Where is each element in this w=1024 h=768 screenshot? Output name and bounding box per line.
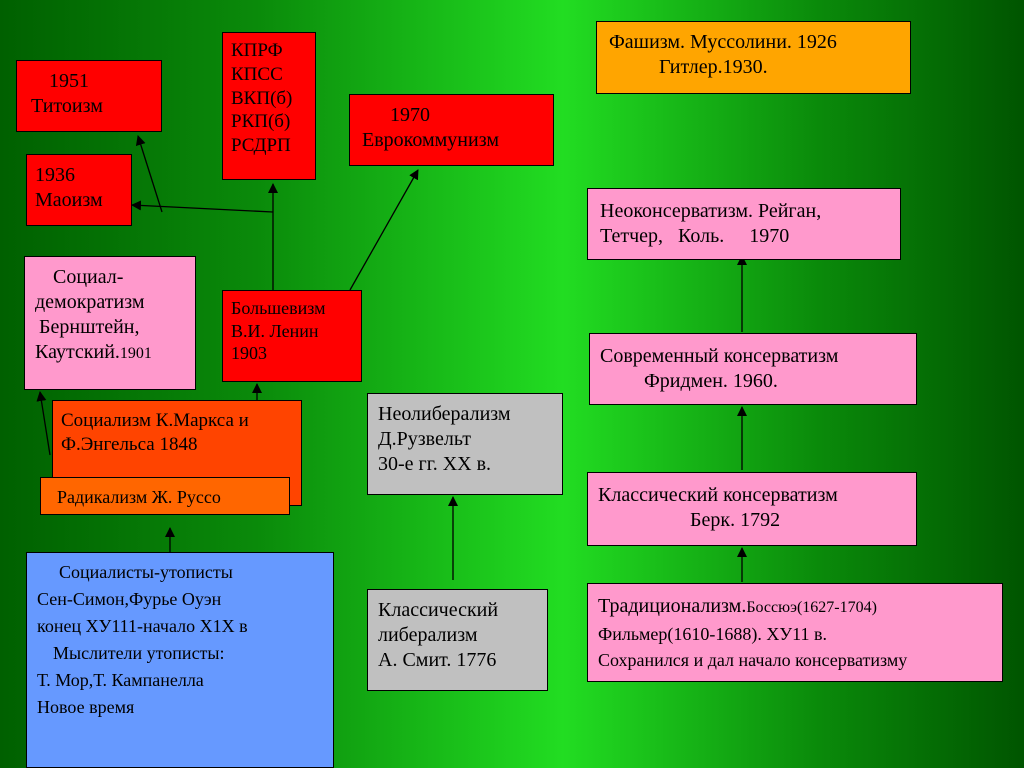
box-eurocommunism: 1970 Еврокоммунизм [349, 94, 554, 166]
box-maoism: 1936 Маоизм [26, 154, 132, 226]
fascism-line-2: Гитлер.1930. [659, 56, 768, 78]
eurocommunism-year: 1970 [390, 104, 430, 126]
box-radicalism: Радикализм Ж. Руссо [40, 477, 290, 515]
box-modern-conservatism: Современный консерватизм Фридмен. 1960. [589, 333, 917, 405]
marx-line-1: Социализм К.Маркса и [61, 410, 249, 431]
utopians-line-4: Мыслители утописты: [53, 643, 225, 663]
neoconservatism-line-2: Тетчер, Коль. 1970 [600, 225, 790, 247]
bolshevism-line-2: В.И. Ленин [231, 320, 319, 341]
modern-conservatism-line-1: Современный консерватизм [600, 345, 839, 367]
arrow-to-maoism [131, 200, 274, 213]
traditionalism-bossuet: Боссюэ(1627-1704) [746, 599, 877, 616]
socialdemocracy-line-3: Бернштейн, [39, 316, 140, 338]
socialdemocracy-year: 1901 [119, 345, 152, 362]
traditionalism-line-3: Сохранился и дал начало консерватизму [598, 650, 908, 671]
classic-conservatism-line-1: Классический консерватизм [598, 484, 838, 506]
bolshevism-line-3: 1903 [231, 343, 267, 363]
box-neoliberalism: Неолиберализм Д.Рузвельт 30-е гг. XX в. [367, 393, 563, 495]
titoism-label: Титоизм [31, 95, 103, 117]
rsdrp-line: РСДРП [231, 135, 291, 156]
traditionalism-line-1: Традиционализм.Боссюэ(1627-1704) [598, 592, 1002, 621]
box-traditionalism: Традиционализм.Боссюэ(1627-1704) Фильмер… [587, 583, 1003, 682]
box-neoconservatism: Неоконсерватизм. Рейган, Тетчер, Коль. 1… [587, 188, 901, 260]
classic-conservatism-line-2: Берк. 1792 [690, 509, 781, 531]
maoism-year: 1936 [35, 164, 75, 186]
neoliberalism-line-1: Неолиберализм [378, 403, 511, 425]
traditionalism-line-2: Фильмер(1610-1688). XУ11 в. [598, 624, 827, 644]
fascism-line-1: Фашизм. Муссолини. 1926 [609, 31, 837, 53]
radicalism-label: Радикализм Ж. Руссо [57, 487, 221, 507]
box-titoism: 1951 Титоизм [16, 60, 162, 132]
kprf-line: КПРФ [231, 40, 283, 61]
utopians-line-2: Сен-Симон,Фурье Оуэн [37, 589, 222, 609]
maoism-label: Маоизм [35, 189, 103, 211]
neoliberalism-line-2: Д.Рузвельт [378, 428, 471, 450]
classic-liberalism-line-2: либерализм [378, 624, 478, 646]
box-classic-liberalism: Классический либерализм А. Смит. 1776 [367, 589, 548, 691]
box-bolshevism: Большевизм В.И. Ленин 1903 [222, 290, 362, 382]
neoliberalism-line-3: 30-е гг. XX в. [378, 453, 492, 475]
box-socialdemocracy: Социал- демократизм Бернштейн, Каутский.… [24, 256, 196, 390]
utopians-line-6: Новое время [37, 697, 135, 717]
traditionalism-label: Традиционализм. [598, 595, 747, 617]
neoconservatism-line-1: Неоконсерватизм. Рейган, [600, 200, 822, 222]
classic-liberalism-line-3: А. Смит. 1776 [378, 649, 497, 671]
socialdemocracy-kautsky: Каутский. [35, 341, 120, 363]
bolshevism-line-1: Большевизм [231, 298, 326, 318]
arrow-marx-to-socialdemocracy [36, 391, 51, 456]
arrow-to-titoism [135, 135, 163, 213]
socialdemocracy-line-4: Каутский.1901 [35, 340, 195, 365]
classic-liberalism-line-1: Классический [378, 599, 499, 621]
vkpb-line: ВКП(б) [231, 87, 293, 109]
eurocommunism-label: Еврокоммунизм [362, 129, 499, 151]
marx-line-2: Ф.Энгельса 1848 [61, 433, 198, 455]
socialdemocracy-line-2: демократизм [35, 291, 145, 313]
utopians-line-5: Т. Мор,Т. Кампанелла [37, 670, 204, 690]
modern-conservatism-line-2: Фридмен. 1960. [644, 370, 778, 392]
box-fascism: Фашизм. Муссолини. 1926 Гитлер.1930. [596, 21, 911, 94]
utopians-line-1: Социалисты-утописты [59, 562, 233, 582]
box-classic-conservatism: Классический консерватизм Берк. 1792 [587, 472, 917, 546]
titoism-year: 1951 [49, 70, 89, 92]
arrow-bolshevism-to-eurocommunism [349, 169, 419, 291]
rkpb-line: РКП(б) [231, 111, 291, 133]
kpss-line: КПСС [231, 63, 283, 85]
utopians-line-3: конец XУ111-начало X1X в [37, 616, 248, 636]
box-kprf-chain: КПРФ КПСС ВКП(б) РКП(б) РСДРП [222, 32, 316, 180]
box-utopian-socialists: Социалисты-утописты Сен-Симон,Фурье Оуэн… [26, 552, 334, 768]
socialdemocracy-line-1: Социал- [53, 266, 124, 288]
